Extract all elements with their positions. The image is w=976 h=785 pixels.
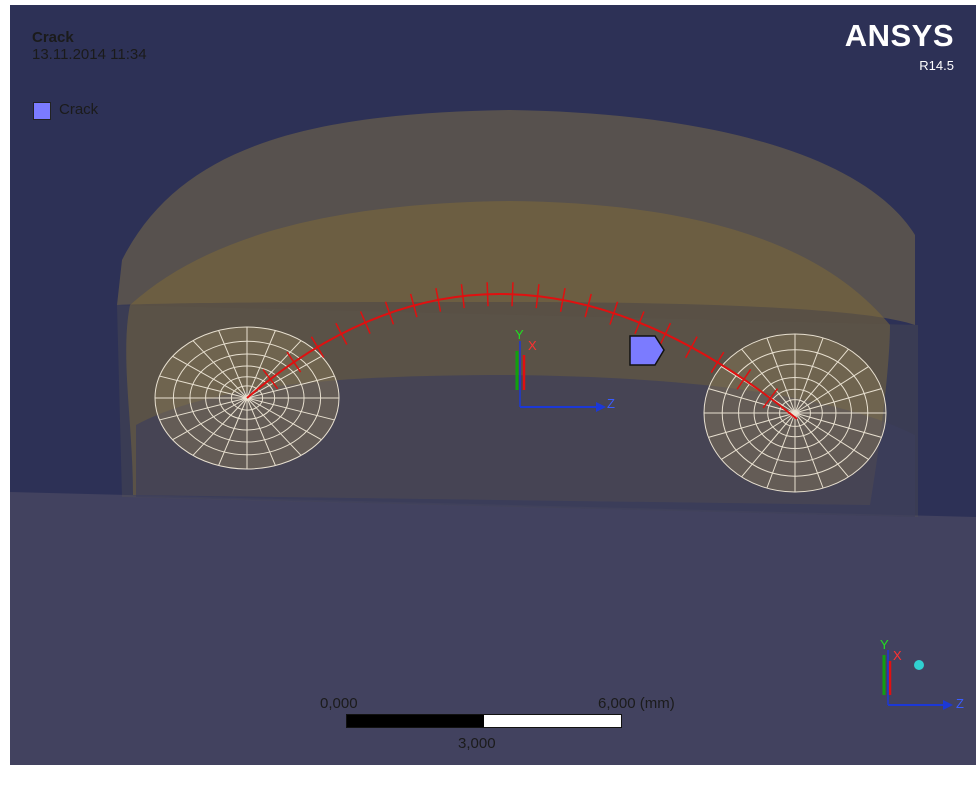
crack-mesh-right <box>703 333 887 493</box>
mesh-spoke <box>159 375 248 399</box>
bore-hole <box>136 375 915 517</box>
mesh-spoke <box>794 388 882 414</box>
crack-front-tick <box>310 336 325 358</box>
mesh-spoke <box>794 412 849 478</box>
mesh-spoke <box>708 388 796 414</box>
crack-front-tick <box>460 284 465 309</box>
scale-mid-label: 3,000 <box>458 735 496 752</box>
crack-front-tick <box>535 284 540 309</box>
center-triad-icon: Y X Z <box>515 327 615 412</box>
ansys-logo: ANSYS <box>844 18 954 53</box>
svg-text:Z: Z <box>607 396 615 411</box>
mesh-spoke <box>741 348 796 414</box>
mesh-spoke <box>172 355 248 399</box>
crack-front-ticks <box>262 282 779 409</box>
mesh-spoke <box>246 397 276 466</box>
crack-front-tick <box>659 322 672 346</box>
crack-front-tick <box>486 282 489 307</box>
svg-text:Z: Z <box>956 696 964 711</box>
mesh-spoke <box>192 397 248 456</box>
crack-front-tick <box>435 287 442 312</box>
mesh-spoke <box>794 412 869 460</box>
crack-front-tick <box>262 369 279 390</box>
mesh-spoke <box>246 355 322 399</box>
ground-plane <box>10 492 976 765</box>
mesh-spoke <box>766 412 796 489</box>
mesh-spoke <box>708 412 796 438</box>
mesh-spoke <box>794 412 882 438</box>
mesh-spoke <box>246 397 302 456</box>
model-view[interactable]: Y X Z Y X Z <box>10 5 976 765</box>
mesh-spoke <box>721 412 796 460</box>
crack-front-tick <box>736 368 752 390</box>
mesh-spoke <box>794 366 869 414</box>
crack-front-tick <box>559 288 566 312</box>
mesh-spoke <box>794 412 824 489</box>
crack-front-tick <box>384 301 395 325</box>
svg-text:X: X <box>893 648 902 663</box>
result-title: Crack <box>32 29 74 46</box>
timestamp: 13.11.2014 11:34 <box>32 46 147 63</box>
crack-front-tick <box>609 301 619 325</box>
scale-bar-fill <box>347 715 484 727</box>
crack-front-tick <box>359 311 371 334</box>
mesh-spoke <box>192 340 248 399</box>
mesh-spoke <box>766 337 796 414</box>
svg-text:Y: Y <box>880 637 889 652</box>
mesh-spoke <box>246 397 322 441</box>
crack-front-tick <box>409 293 418 318</box>
scale-max-label: 6,000 (mm) <box>598 695 675 712</box>
scale-bar <box>346 714 622 728</box>
crack-front-tick <box>286 351 302 373</box>
mesh-spoke <box>159 397 248 421</box>
crack-front-tick <box>762 388 779 409</box>
mesh-spoke <box>741 412 796 478</box>
crack-front-tick <box>710 351 725 373</box>
svg-text:Y: Y <box>515 327 524 342</box>
legend-swatch <box>33 102 51 120</box>
mesh-spoke <box>246 340 302 399</box>
crack-front-tick <box>684 336 698 359</box>
crack-front-tick <box>335 322 348 345</box>
mesh-spoke <box>172 397 248 441</box>
scale-min-label: 0,000 <box>320 695 358 712</box>
version-label: R14.5 <box>919 58 954 73</box>
mesh-spoke <box>218 330 248 399</box>
graphics-viewport[interactable]: Y X Z Y X Z Crack 13.11.2014 11:34 Crack… <box>10 5 976 765</box>
mesh-spoke <box>246 330 276 399</box>
corner-triad-icon: Y X Z <box>880 637 964 711</box>
mesh-spoke <box>794 337 824 414</box>
mesh-spoke <box>246 397 335 421</box>
mesh-spoke <box>218 397 248 466</box>
legend-label: Crack <box>59 101 99 118</box>
svg-text:X: X <box>528 338 537 353</box>
mesh-spoke <box>794 348 849 414</box>
mesh-spoke <box>246 375 335 399</box>
crack-front-tick <box>511 282 514 307</box>
probe-tag-icon[interactable] <box>629 335 665 366</box>
crack-front-tick <box>634 311 645 335</box>
crack-front-tick <box>584 293 592 318</box>
